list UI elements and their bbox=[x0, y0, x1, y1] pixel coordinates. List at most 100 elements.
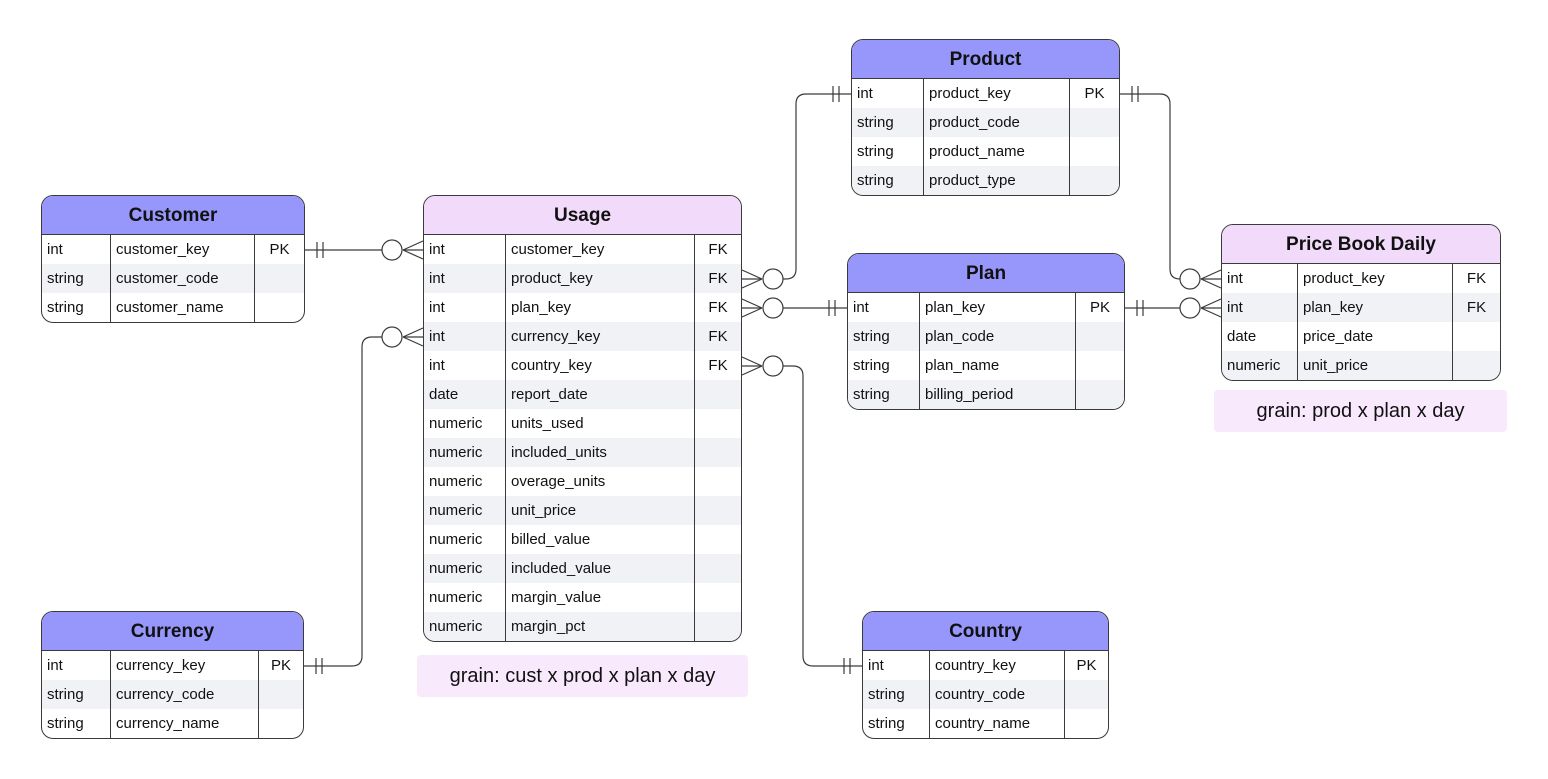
column-key bbox=[259, 680, 303, 709]
column-key bbox=[1070, 137, 1119, 166]
column-name: price_date bbox=[1298, 322, 1453, 351]
column-type: numeric bbox=[424, 496, 506, 525]
column-type: int bbox=[424, 293, 506, 322]
column-key bbox=[1076, 351, 1124, 380]
one-marker bbox=[832, 86, 840, 102]
column-name: product_code bbox=[924, 108, 1070, 137]
column-key bbox=[255, 264, 304, 293]
column-key bbox=[255, 293, 304, 322]
column-key: FK bbox=[708, 299, 728, 316]
column-key: PK bbox=[1084, 85, 1105, 102]
zero-or-many-marker bbox=[1179, 297, 1222, 319]
column-key: FK bbox=[708, 241, 728, 258]
column-type: string bbox=[863, 709, 930, 738]
price-book-grain-note: grain: prod x plan x day bbox=[1214, 390, 1507, 432]
column-name: plan_code bbox=[920, 322, 1076, 351]
column-type: numeric bbox=[424, 467, 506, 496]
column-type: numeric bbox=[424, 583, 506, 612]
column-key bbox=[695, 380, 741, 409]
column-name: currency_name bbox=[111, 709, 259, 738]
column-key bbox=[695, 496, 741, 525]
column-name: unit_price bbox=[1298, 351, 1453, 380]
column-type: numeric bbox=[424, 438, 506, 467]
column-type: numeric bbox=[424, 525, 506, 554]
column-key: FK bbox=[1466, 270, 1487, 287]
column-name: margin_value bbox=[506, 583, 695, 612]
column-name: plan_key bbox=[1298, 293, 1453, 322]
column-type: int bbox=[863, 651, 930, 680]
column-key bbox=[695, 583, 741, 612]
column-key bbox=[695, 467, 741, 496]
column-key bbox=[259, 709, 303, 738]
column-name: country_name bbox=[930, 709, 1065, 738]
column-type: string bbox=[42, 680, 111, 709]
column-key: PK bbox=[1076, 657, 1097, 674]
column-type: int bbox=[848, 293, 920, 322]
column-name: plan_key bbox=[506, 293, 695, 322]
column-type: int bbox=[42, 651, 111, 680]
column-type: string bbox=[42, 709, 111, 738]
column-name: plan_name bbox=[920, 351, 1076, 380]
column-type: int bbox=[1222, 264, 1298, 293]
link-product-pricebook bbox=[1120, 93, 1181, 280]
entity-title: Currency bbox=[42, 612, 303, 651]
column-type: string bbox=[848, 351, 920, 380]
link-country-usage bbox=[783, 365, 862, 667]
column-key bbox=[1070, 166, 1119, 195]
zero-or-many-marker bbox=[741, 355, 784, 377]
column-type: int bbox=[424, 264, 506, 293]
column-name: customer_name bbox=[111, 293, 255, 322]
one-marker bbox=[1136, 300, 1144, 316]
column-name: product_name bbox=[924, 137, 1070, 166]
zero-or-many-marker bbox=[741, 297, 784, 319]
column-type: date bbox=[1222, 322, 1298, 351]
column-type: string bbox=[852, 166, 924, 195]
zero-or-many-marker bbox=[381, 326, 424, 348]
column-name: product_key bbox=[924, 79, 1070, 108]
one-marker bbox=[828, 300, 836, 316]
column-type: numeric bbox=[424, 554, 506, 583]
column-type: int bbox=[424, 235, 506, 264]
column-type: string bbox=[848, 322, 920, 351]
column-name: billing_period bbox=[920, 380, 1076, 409]
one-marker bbox=[316, 242, 324, 258]
column-type: int bbox=[424, 351, 506, 380]
column-type: int bbox=[42, 235, 111, 264]
column-key: FK bbox=[708, 357, 728, 374]
column-name: currency_key bbox=[506, 322, 695, 351]
one-marker bbox=[1131, 86, 1139, 102]
column-name: unit_price bbox=[506, 496, 695, 525]
column-type: string bbox=[42, 293, 111, 322]
column-key bbox=[1065, 680, 1108, 709]
column-key bbox=[1065, 709, 1108, 738]
column-name: units_used bbox=[506, 409, 695, 438]
column-key bbox=[1453, 351, 1500, 380]
column-key: PK bbox=[1089, 299, 1110, 316]
